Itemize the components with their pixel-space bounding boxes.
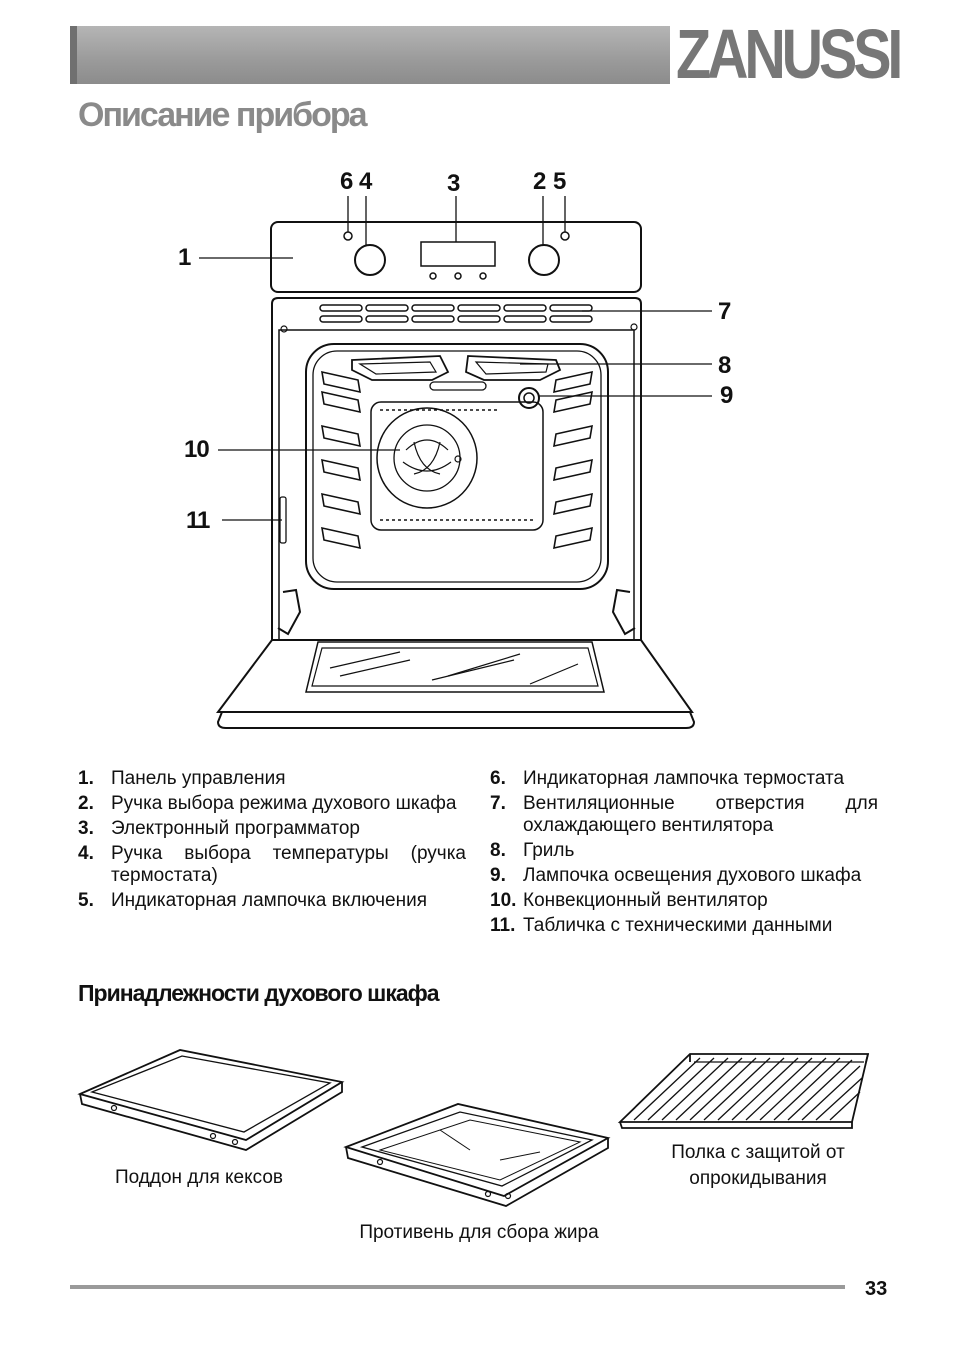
callout-11: 11 [186, 507, 210, 534]
item-number: 7. [490, 793, 506, 814]
wire-shelf-drawing [617, 1053, 870, 1129]
item-text: Гриль [523, 840, 575, 861]
power-lamp [560, 231, 570, 241]
item-text: Лампочка освещения духового шкафа [523, 865, 862, 886]
brand-logo: ZANUSSI [676, 15, 903, 93]
shelf-label-line1: Полка с защитой от [671, 1142, 845, 1163]
list-item: 2. Ручка выбора режима духового шкафа [78, 793, 466, 815]
oven-body [271, 297, 642, 640]
callout-8: 8 [718, 352, 731, 379]
thermostat-lamp [343, 231, 353, 241]
item-text: Индикаторная лампочка включения [111, 890, 428, 911]
callout-3: 3 [447, 170, 460, 197]
item-text: Ручка выбора режима духового шкафа [111, 793, 457, 814]
programmer-display [420, 241, 496, 267]
ventilation-slots [319, 304, 593, 323]
list-item: 10. Конвекционный вентилятор [490, 890, 878, 912]
door-glass [305, 641, 605, 693]
item-text: Вентиляционные отверстия для охлаждающег… [523, 793, 878, 836]
page-number: 33 [865, 1278, 888, 1300]
footer-line [70, 1285, 845, 1289]
list-item: 6. Индикаторная лампочка термостата [490, 768, 878, 790]
item-number: 4. [78, 843, 94, 864]
header-bar-edge [70, 26, 77, 84]
item-number: 10. [490, 890, 517, 911]
shelf-runners-left [321, 370, 361, 550]
shelf-runners-right [553, 370, 593, 550]
callout-1: 1 [178, 244, 191, 271]
convection-fan [376, 407, 478, 509]
item-number: 9. [490, 865, 506, 886]
callout-2: 2 [533, 168, 546, 195]
list-item: 11. Табличка с техническими данными [490, 915, 878, 937]
cake-tray-drawing [77, 1049, 345, 1151]
cake-tray-label: Поддон для кексов [114, 1167, 284, 1188]
parts-list-right: 6. Индикаторная лампочка термостата 7. Вен… [490, 768, 878, 940]
item-text: Табличка с техническими данными [523, 915, 833, 936]
shelf-label-line2: опрокидывания [689, 1168, 827, 1189]
page-title: Описание прибора [78, 96, 368, 134]
item-number: 11. [490, 915, 516, 936]
item-text: Электронный программатор [111, 818, 360, 839]
header-bar [70, 26, 670, 84]
parts-list-left: 1. Панель управления 2. Ручка выбора режим… [78, 768, 466, 915]
oven-cavity [305, 343, 609, 590]
list-item: 5. Индикаторная лампочка включения [78, 890, 466, 912]
thermostat-knob [528, 244, 560, 276]
item-number: 3. [78, 818, 94, 839]
accessories-title: Принадлежности духового шкафа [78, 980, 440, 1006]
callout-5: 5 [553, 168, 566, 195]
item-text: Индикаторная лампочка термостата [523, 768, 845, 789]
item-text: Конвекционный вентилятор [523, 890, 768, 911]
item-number: 2. [78, 793, 94, 814]
list-item: 8. Гриль [490, 840, 878, 862]
callout-7: 7 [718, 298, 731, 325]
item-text: Ручка выбора температуры (ручка термоста… [111, 843, 466, 886]
oven-lamp [518, 387, 540, 409]
list-item: 3. Электронный программатор [78, 818, 466, 840]
list-item: 4. Ручка выбора температуры (ручка термос… [78, 843, 466, 887]
callout-4: 4 [359, 168, 372, 195]
list-item: 7. Вентиляционные отверстия для охлаждающ… [490, 793, 878, 837]
grease-pan-label: Противень для сбора жира [359, 1222, 599, 1243]
list-item: 1. Панель управления [78, 768, 466, 790]
shelf-label: Полка с защитой от опрокидывания [648, 1140, 868, 1192]
list-item: 9. Лампочка освещения духового шкафа [490, 865, 878, 887]
callout-10: 10 [184, 436, 210, 463]
callout-9: 9 [720, 382, 733, 409]
item-number: 1. [78, 768, 94, 789]
mode-knob [354, 244, 386, 276]
item-number: 8. [490, 840, 506, 861]
oven-diagram [199, 196, 712, 729]
item-text: Панель управления [111, 768, 286, 789]
oven-door [216, 639, 694, 713]
grill-element [351, 355, 450, 381]
item-number: 5. [78, 890, 94, 911]
accessories-drawings [77, 1049, 870, 1207]
callout-6: 6 [340, 168, 353, 195]
back-panel [370, 401, 544, 531]
grease-pan-drawing [343, 1103, 611, 1207]
item-number: 6. [490, 768, 506, 789]
